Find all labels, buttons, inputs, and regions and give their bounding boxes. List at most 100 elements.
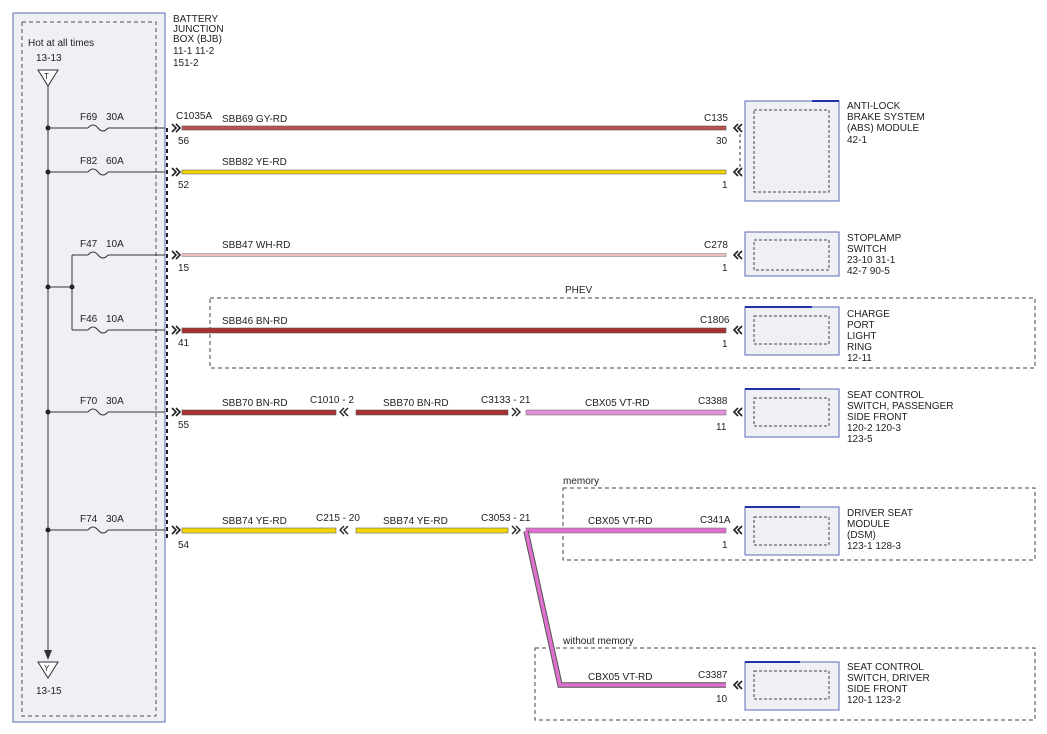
svg-text:52: 52 [178, 180, 190, 191]
wire-sbb46 [181, 327, 727, 334]
bottom-sheet-reference-icon [37, 661, 59, 679]
svg-text:123-5: 123-5 [847, 434, 873, 445]
fuse-branch-f47-f46: F47 10A F46 10A [45, 239, 165, 334]
svg-text:SWITCH, DRIVER: SWITCH, DRIVER [847, 673, 930, 684]
svg-text:56: 56 [178, 136, 190, 147]
svg-text:SWITCH, PASSENGER: SWITCH, PASSENGER [847, 401, 954, 412]
hot-at-all-times-label: Hot at all times [28, 38, 94, 49]
top-sheet-letter: T [44, 72, 49, 81]
svg-text:BRAKE SYSTEM: BRAKE SYSTEM [847, 112, 925, 123]
fuse-icon [87, 408, 109, 416]
svg-text:41: 41 [178, 338, 190, 349]
svg-text:CHARGE: CHARGE [847, 309, 890, 320]
module-name-passenger-seat: SEAT CONTROL SWITCH, PASSENGER SIDE FRON… [847, 390, 954, 445]
bottom-sheet-letter: Y [44, 664, 50, 673]
svg-text:(ABS) MODULE: (ABS) MODULE [847, 123, 920, 134]
wire-label: SBB74 YE-RD [222, 516, 287, 527]
fuse-id: F74 [80, 514, 98, 525]
bus-arrow-icon [44, 650, 52, 660]
module-name-driver-seat-switch: SEAT CONTROL SWITCH, DRIVER SIDE FRONT 1… [847, 662, 930, 706]
wire-label: SBB69 GY-RD [222, 114, 287, 125]
fuse-id: F70 [80, 396, 98, 407]
memory-group-box [562, 487, 1036, 561]
wire-label: SBB46 BN-RD [222, 316, 288, 327]
svg-text:42-7 90-5: 42-7 90-5 [847, 266, 890, 277]
bjb-bottom-ref: 13-15 [36, 686, 62, 697]
svg-text:123-1 128-3: 123-1 128-3 [847, 541, 901, 552]
fuse-icon [87, 251, 109, 259]
svg-text:1: 1 [722, 263, 728, 274]
fuse-rating: 30A [106, 396, 124, 407]
svg-text:(DSM): (DSM) [847, 530, 876, 541]
svg-text:55: 55 [178, 420, 190, 431]
wire-label: CBX05 VT-RD [588, 672, 652, 683]
svg-text:C341A: C341A [700, 515, 731, 526]
svg-text:C278: C278 [704, 240, 728, 251]
svg-text:C3387: C3387 [698, 670, 728, 681]
fuse-icon [87, 124, 109, 132]
svg-text:BATTERY: BATTERY [173, 14, 219, 25]
wire-row-driver-seat: SBB74 YE-RD C215 - 20 SBB74 YE-RD C3053 … [181, 513, 727, 535]
svg-text:151-2: 151-2 [173, 58, 199, 69]
svg-text:1: 1 [722, 180, 728, 191]
inline-connector-label: C3053 - 21 [481, 513, 531, 524]
svg-text:SWITCH: SWITCH [847, 244, 886, 255]
wire-row-passenger-seat: SBB70 BN-RD C1010 - 2 SBB70 BN-RD C3133 … [181, 395, 727, 417]
wire-sbb47 [181, 253, 727, 257]
fuse-rating: 60A [106, 156, 124, 167]
bjb-connector-chevrons [171, 123, 182, 535]
module-connector-chevrons [732, 123, 743, 690]
fuse-icon [87, 168, 109, 176]
svg-text:SEAT CONTROL: SEAT CONTROL [847, 390, 924, 401]
svg-text:15: 15 [178, 263, 190, 274]
phev-label: PHEV [565, 285, 593, 296]
top-sheet-reference-icon [37, 69, 59, 87]
module-box-passenger-seat [744, 388, 840, 438]
bjb-inner-boundary [21, 21, 157, 717]
svg-text:1: 1 [722, 540, 728, 551]
inline-connector-label: C215 - 20 [316, 513, 360, 524]
fuse-id: F82 [80, 156, 98, 167]
svg-text:12-11: 12-11 [847, 353, 872, 364]
inline-connector-label: C3133 - 21 [481, 395, 531, 406]
fuse-id: F69 [80, 112, 98, 123]
svg-text:120-2 120-3: 120-2 120-3 [847, 423, 901, 434]
fuse-rating: 10A [106, 239, 124, 250]
svg-text:42-1: 42-1 [847, 135, 867, 146]
fuse-rating: 30A [106, 112, 124, 123]
module-box-abs [744, 100, 840, 202]
module-name-driver-seat: DRIVER SEAT MODULE (DSM) 123-1 128-3 [847, 508, 913, 552]
wire-sbb82 [181, 169, 727, 175]
svg-text:11: 11 [716, 422, 727, 433]
module-box-stoplamp [744, 231, 840, 277]
wire-label: CBX05 VT-RD [588, 516, 652, 527]
svg-text:23-10 31-1: 23-10 31-1 [847, 255, 896, 266]
inline-connector-label: C1010 - 2 [310, 395, 354, 406]
svg-text:SIDE FRONT: SIDE FRONT [847, 684, 908, 695]
svg-text:10: 10 [716, 694, 728, 705]
svg-text:54: 54 [178, 540, 190, 551]
svg-text:ANTI-LOCK: ANTI-LOCK [847, 101, 901, 112]
module-name-stoplamp: STOPLAMP SWITCH 23-10 31-1 42-7 90-5 [847, 233, 902, 277]
module-box-driver-seat-switch [744, 661, 840, 711]
svg-text:RING: RING [847, 342, 872, 353]
svg-text:11-1 11-2: 11-1 11-2 [173, 46, 215, 57]
bjb-panel [12, 12, 166, 723]
svg-text:SIDE FRONT: SIDE FRONT [847, 412, 908, 423]
wire-label: SBB74 YE-RD [383, 516, 448, 527]
wire-branch-without-memory: CBX05 VT-RD [523, 530, 726, 688]
svg-text:JUNCTION: JUNCTION [173, 24, 224, 35]
fuse-icon [87, 526, 109, 534]
svg-text:DRIVER SEAT: DRIVER SEAT [847, 508, 913, 519]
svg-text:MODULE: MODULE [847, 519, 890, 530]
svg-text:C3388: C3388 [698, 396, 728, 407]
svg-text:SEAT CONTROL: SEAT CONTROL [847, 662, 924, 673]
wire-label: SBB47 WH-RD [222, 240, 290, 251]
svg-text:120-1 123-2: 120-1 123-2 [847, 695, 901, 706]
bjb-title: BATTERY JUNCTION BOX (BJB) 11-1 11-2 151… [173, 14, 224, 69]
svg-text:LIGHT: LIGHT [847, 331, 876, 342]
wire-label: CBX05 VT-RD [585, 398, 649, 409]
fuse-icon [87, 326, 109, 334]
